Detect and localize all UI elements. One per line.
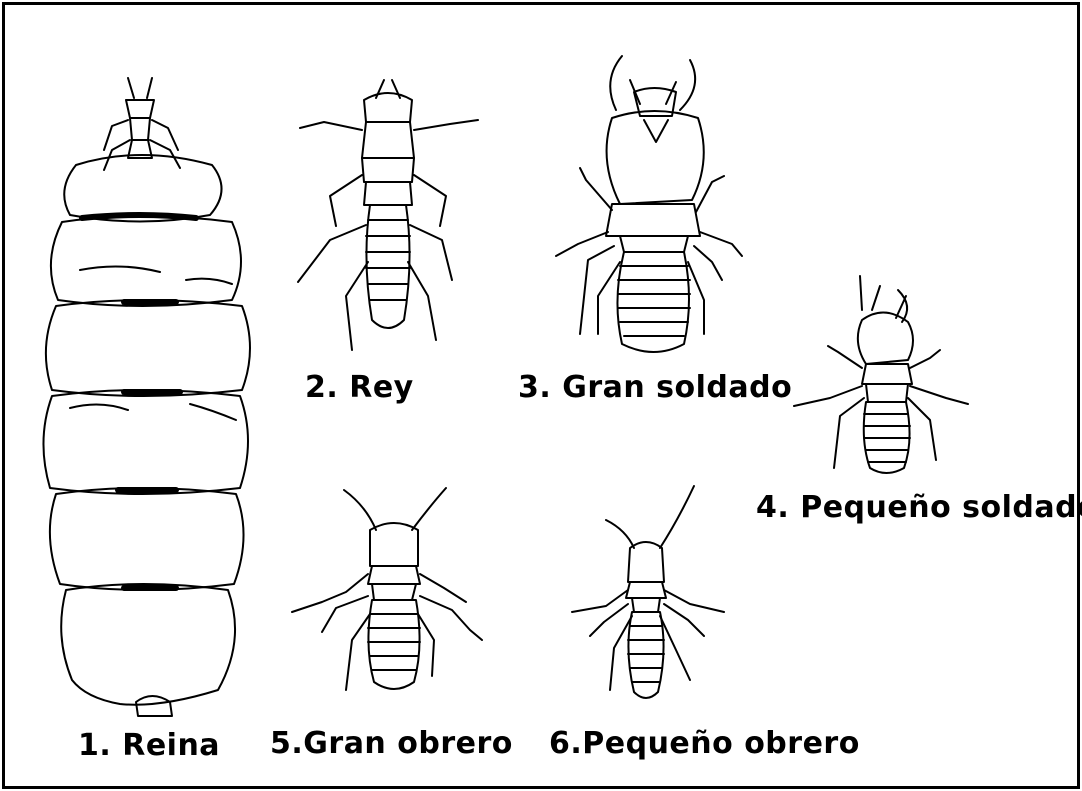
- caption-small-worker: 6.Pequeño obrero: [549, 726, 860, 761]
- caption-king: 2. Rey: [305, 370, 414, 405]
- caption-large-worker: 5.Gran obrero: [270, 726, 513, 761]
- termite-small-soldier-icon: [794, 276, 968, 473]
- caption-small-soldier: 4. Pequeño soldado: [756, 490, 1082, 525]
- caption-queen: 1. Reina: [78, 728, 220, 763]
- termite-queen-icon: [43, 78, 250, 716]
- termite-king-icon: [298, 80, 478, 350]
- termite-small-worker-icon: [572, 486, 724, 698]
- termite-large-worker-icon: [292, 488, 482, 690]
- caption-large-soldier: 3. Gran soldado: [518, 370, 792, 405]
- termite-large-soldier-icon: [556, 56, 742, 352]
